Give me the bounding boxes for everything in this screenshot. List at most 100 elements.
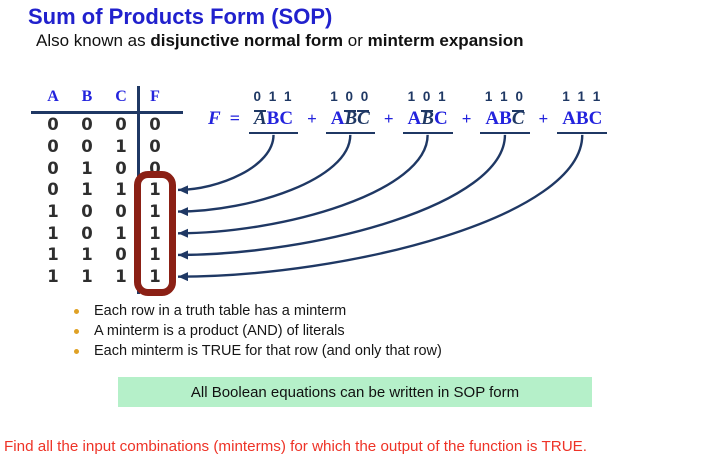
literal: C (588, 108, 603, 129)
table-row: 1 0 0 1 (36, 201, 172, 223)
equals-sign: = (229, 108, 240, 128)
literal: A (562, 108, 576, 129)
plus-sign: + (461, 109, 472, 128)
table-cell: 0 (81, 115, 93, 135)
table-cell: 1 (47, 267, 59, 287)
minterm-arrow (177, 134, 275, 195)
callout-text: All Boolean equations can be written in … (190, 383, 520, 401)
equation-lhs: F (208, 108, 221, 129)
table-cell: 1 (115, 223, 127, 243)
table-cell: 0 (115, 202, 127, 222)
subtitle-segment: minterm expansion (367, 31, 524, 50)
literal: C (279, 108, 294, 129)
negated-literal: A (253, 108, 267, 129)
table-row: 0 1 0 0 (36, 157, 172, 179)
negated-literal: C (357, 108, 370, 129)
minterm-bits-label: 1 0 1 (407, 89, 448, 104)
table-cell: 0 (115, 158, 127, 178)
table-cell: 1 (149, 245, 161, 265)
table-cell: 1 (81, 180, 93, 200)
table-cell: 0 (47, 158, 59, 178)
literal: B (499, 108, 512, 129)
table-cell: 1 (149, 180, 161, 200)
plus-sign: + (538, 109, 549, 128)
table-cell: 1 (149, 267, 161, 287)
minterm-term: 1 1 0 ABC (480, 89, 530, 134)
table-row: 1 1 0 1 (36, 244, 172, 266)
table-cell: 0 (81, 223, 93, 243)
table-cell: 1 (149, 202, 161, 222)
table-cell: 0 (47, 115, 59, 135)
minterm-bits-label: 1 1 1 (562, 89, 603, 104)
literal: A (407, 108, 422, 129)
minterm-bits-label: 1 1 0 (484, 89, 525, 104)
subtitle-segment: Also known as (36, 31, 151, 50)
negated-literal: B (421, 108, 434, 129)
literal: B (266, 108, 280, 129)
plus-sign: + (307, 109, 317, 128)
column-header: F (150, 88, 160, 105)
bullet-item: Each row in a truth table has a minterm (74, 301, 442, 321)
bullet-item: A minterm is a product (AND) of literals (74, 321, 442, 341)
column-header: A (47, 88, 59, 105)
literal: B (575, 108, 589, 129)
subtitle-segment: disjunctive normal form (150, 31, 344, 50)
minterm-arrow (177, 134, 352, 217)
plus-sign: + (383, 109, 394, 128)
table-cell: 1 (81, 245, 93, 265)
column-header: C (115, 88, 127, 105)
slide-title: Sum of Products Form (SOP) (28, 4, 333, 29)
minterm-term: 0 1 1 ABC (248, 89, 299, 134)
table-row: 1 0 1 1 (36, 222, 172, 244)
table-cell: 0 (149, 158, 161, 178)
table-cell: 0 (115, 245, 127, 265)
minterm-arrow (177, 134, 584, 282)
minterm-bits-label: 1 0 0 (330, 89, 371, 104)
negated-literal: C (511, 108, 525, 129)
sop-callout-box: All Boolean equations can be written in … (118, 377, 592, 407)
column-header: B (81, 88, 93, 105)
bullet-dot-icon (74, 328, 79, 334)
minterm-arrow (177, 134, 429, 238)
bullet-text: Each minterm is TRUE for that row (and o… (94, 343, 442, 359)
table-cell: 0 (149, 115, 161, 135)
table-cell: 1 (47, 223, 59, 243)
table-cell: 0 (115, 115, 127, 135)
table-cell: 1 (47, 245, 59, 265)
literal: A (485, 108, 500, 129)
table-cell: 1 (81, 158, 93, 178)
minterm-bits-label: 0 1 1 (253, 89, 294, 104)
table-cell: 0 (149, 137, 161, 157)
table-row: 0 0 0 0 (36, 114, 172, 136)
bullet-text: Each row in a truth table has a minterm (94, 303, 347, 319)
table-header-line (31, 111, 183, 114)
table-cell: 1 (149, 223, 161, 243)
bullet-text: A minterm is a product (AND) of literals (94, 323, 345, 339)
table-row: 0 1 1 1 (36, 179, 172, 201)
subtitle-segment: or (343, 31, 368, 50)
bullet-dot-icon (74, 348, 79, 354)
table-cell: 0 (47, 180, 59, 200)
table-cell: 1 (115, 180, 127, 200)
table-cell: 1 (81, 267, 93, 287)
footer-instruction: Find all the input combinations (minterm… (4, 438, 588, 455)
table-cell: 0 (47, 137, 59, 157)
slide-subtitle: Also known as disjunctive normal form or… (36, 31, 523, 51)
minterm-term: 1 1 1 ABC (557, 89, 608, 134)
table-cell: 1 (47, 202, 59, 222)
bullet-item: Each minterm is TRUE for that row (and o… (74, 341, 442, 361)
bullet-dot-icon (74, 308, 79, 314)
literal: A (330, 108, 345, 129)
negated-literal: B (344, 108, 358, 129)
minterm-arrow (177, 134, 507, 260)
table-cell: 0 (81, 202, 93, 222)
true-outputs-highlight-box (134, 171, 176, 296)
